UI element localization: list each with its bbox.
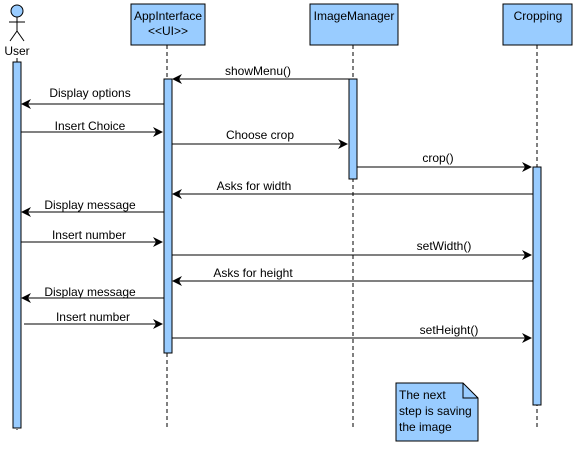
message-label: Insert Choice — [55, 119, 126, 133]
activation-crop — [532, 166, 542, 406]
note-line-3: the image — [399, 420, 452, 434]
message-label: Insert number — [52, 228, 126, 242]
participant-img-name: ImageManager — [314, 9, 395, 23]
message-display-message-2: Display message — [21, 285, 164, 303]
activation-user — [12, 61, 22, 429]
message-label: Display message — [44, 285, 136, 299]
stick-figure-icon — [9, 4, 25, 42]
participant-app-name: AppInterface — [134, 9, 202, 23]
message-setwidth: setWidth() — [172, 239, 532, 260]
message-label: Choose crop — [226, 128, 294, 142]
message-label: setWidth() — [417, 239, 472, 253]
message-insert-number-1: Insert number — [21, 228, 163, 247]
message-label: Asks for height — [213, 266, 293, 280]
note-line-2: step is saving — [399, 404, 472, 418]
message-choose-crop: Choose crop — [172, 128, 348, 149]
message-label: setHeight() — [420, 323, 479, 337]
note-line-1: The next — [399, 388, 446, 402]
message-crop: crop() — [357, 151, 532, 172]
message-label: crop() — [422, 151, 453, 165]
message-label: Insert number — [56, 310, 130, 324]
message-showmenu: showMenu() — [172, 64, 349, 84]
activation-img — [348, 78, 358, 180]
message-setheight: setHeight() — [172, 323, 532, 343]
participant-img: ImageManager — [309, 3, 399, 46]
message-display-options: Display options — [21, 86, 164, 109]
actor-user: User — [4, 4, 30, 58]
participant-app: AppInterface <<UI>> — [130, 3, 206, 46]
participant-app-stereotype: <<UI>> — [148, 24, 188, 38]
message-display-message-1: Display message — [21, 198, 164, 217]
participant-crop-name: Cropping — [514, 9, 563, 23]
message-label: Display options — [49, 86, 130, 100]
note: The next step is saving the image — [395, 382, 479, 442]
message-label: Asks for width — [217, 179, 292, 193]
participant-crop: Cropping — [502, 3, 573, 46]
activation-app — [163, 78, 173, 354]
message-asks-for-width: Asks for width — [172, 179, 533, 199]
message-asks-for-height: Asks for height — [172, 266, 533, 286]
message-insert-choice: Insert Choice — [21, 119, 163, 137]
actor-label: User — [4, 44, 29, 58]
message-label: Display message — [44, 198, 136, 212]
message-label: showMenu() — [225, 64, 291, 78]
message-insert-number-2: Insert number — [24, 310, 163, 329]
